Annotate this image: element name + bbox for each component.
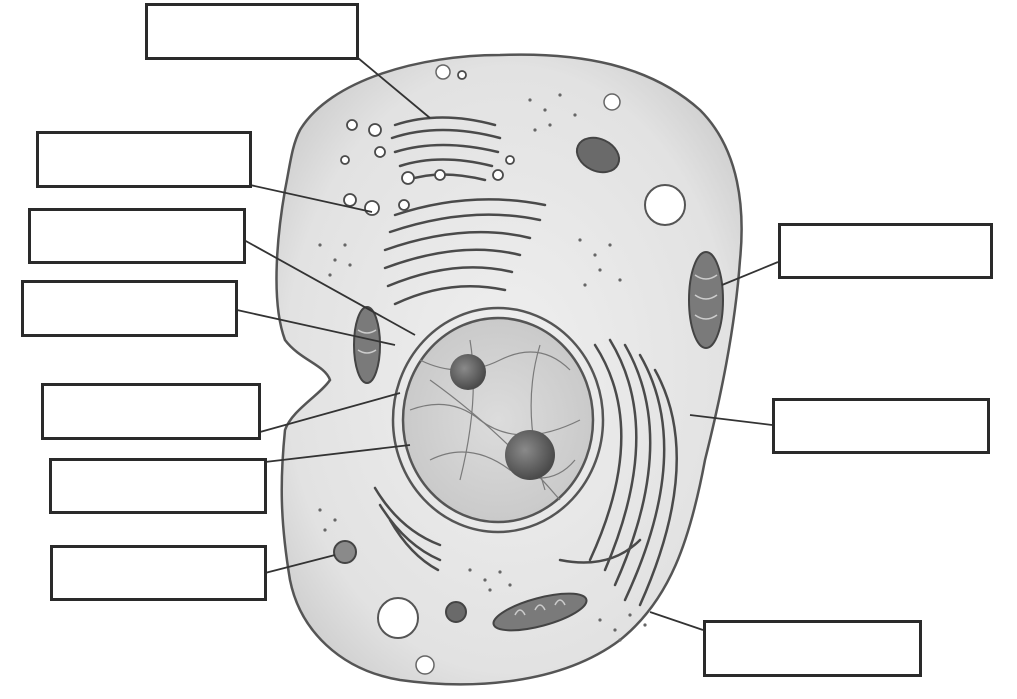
label-box-4[interactable] bbox=[21, 280, 238, 337]
surface-vesicle bbox=[604, 94, 620, 110]
small-organelle bbox=[446, 602, 466, 622]
label-box-8[interactable] bbox=[778, 223, 993, 279]
label-box-6[interactable] bbox=[49, 458, 267, 514]
mitochondrion bbox=[354, 307, 380, 383]
lysosome bbox=[334, 541, 356, 563]
label-box-9[interactable] bbox=[772, 398, 990, 454]
surface-vesicle bbox=[436, 65, 450, 79]
vacuole bbox=[645, 185, 685, 225]
nucleolus-small bbox=[450, 354, 486, 390]
label-box-7[interactable] bbox=[50, 545, 267, 601]
label-box-5[interactable] bbox=[41, 383, 261, 440]
nucleus bbox=[403, 318, 593, 522]
surface-vesicle bbox=[416, 656, 434, 674]
nucleolus bbox=[505, 430, 555, 480]
label-box-2[interactable] bbox=[36, 131, 252, 188]
label-box-1[interactable] bbox=[145, 3, 359, 60]
vacuole bbox=[378, 598, 418, 638]
mitochondrion bbox=[689, 252, 723, 348]
label-box-10[interactable] bbox=[703, 620, 922, 677]
label-box-3[interactable] bbox=[28, 208, 246, 264]
